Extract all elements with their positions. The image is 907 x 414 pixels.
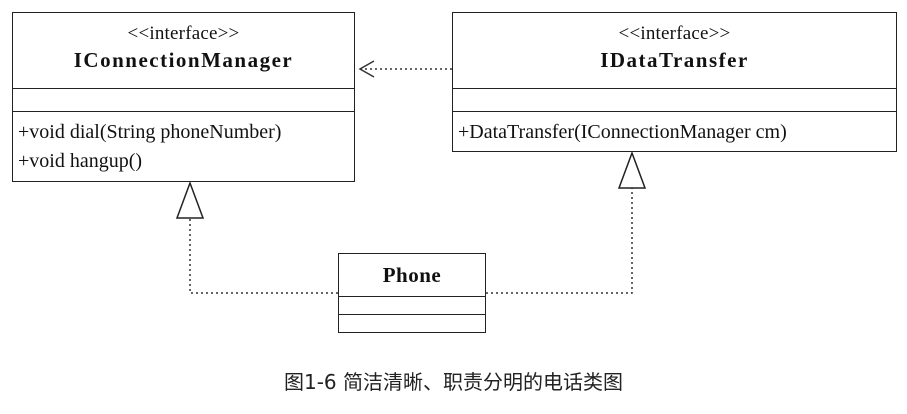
class-phone: Phone	[338, 253, 486, 333]
class-header: <<interface>> IDataTransfer	[453, 13, 896, 88]
realization-triangle-left	[175, 180, 205, 219]
class-header: <<interface>> IConnectionManager	[13, 13, 354, 88]
realization-triangle-right	[617, 150, 647, 189]
class-name: IDataTransfer	[600, 48, 749, 72]
attributes-compartment	[339, 296, 485, 314]
operation-hangup: +void hangup()	[18, 150, 143, 172]
class-name: IConnectionManager	[73, 48, 294, 72]
operations-compartment: +void dial(String phoneNumber) +void han…	[13, 111, 354, 176]
dependency-arrowhead	[358, 60, 375, 78]
realization-line-right	[486, 188, 633, 294]
figure-caption: 图1-6 简洁清晰、职责分明的电话类图	[283, 370, 624, 394]
class-iconnectionmanager: <<interface>> IConnectionManager +void d…	[12, 12, 355, 182]
operation-datatransfer: +DataTransfer(IConnectionManager cm)	[458, 121, 787, 143]
class-name: Phone	[382, 263, 442, 287]
operations-compartment	[339, 314, 485, 332]
class-header: Phone	[339, 254, 485, 296]
stereotype-label: <<interface>>	[127, 23, 240, 44]
operations-compartment: +DataTransfer(IConnectionManager cm)	[453, 111, 896, 147]
realization-line-left	[189, 218, 338, 294]
attributes-compartment	[453, 88, 896, 111]
stereotype-label: <<interface>>	[618, 23, 731, 44]
attributes-compartment	[13, 88, 354, 111]
operation-dial: +void dial(String phoneNumber)	[18, 121, 282, 143]
class-idatatransfer: <<interface>> IDataTransfer +DataTransfe…	[452, 12, 897, 152]
